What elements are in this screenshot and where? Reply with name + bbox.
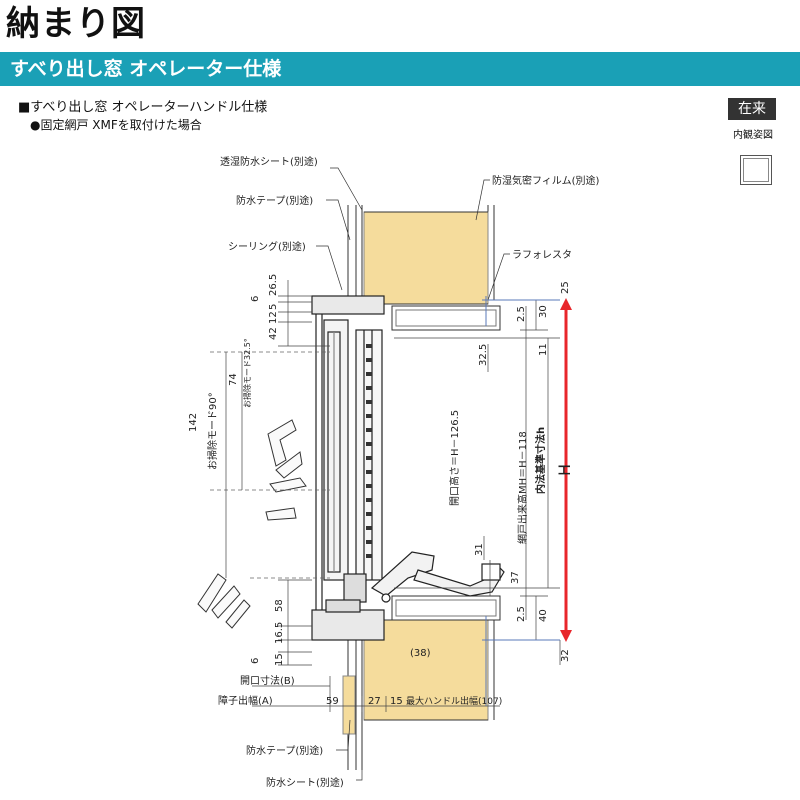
operator-handle: [370, 551, 505, 603]
mesh-mark: [366, 540, 372, 544]
dim-27: 27: [368, 696, 381, 707]
insulation-top: [363, 211, 489, 305]
interior-sill-trim: [391, 595, 501, 621]
interior-head-trim: [391, 305, 501, 331]
mesh-mark: [366, 526, 372, 530]
label-cleaning-mode-90: お掃除モード90°: [206, 392, 219, 470]
mesh-mark: [366, 400, 372, 404]
dim-37: 37: [510, 571, 521, 584]
dim-25: 25: [560, 281, 571, 294]
label-waterproof-tape-bottom: 防水テープ(別途): [246, 744, 323, 757]
dim-32: 32: [560, 649, 571, 662]
mesh-mark: [366, 456, 372, 460]
dim-58: 58: [274, 599, 285, 612]
dim-30: 30: [538, 305, 549, 318]
label-screen-height: 網戸出来高MH＝H－118: [516, 431, 529, 544]
label-cleaning-mode-32: お掃除モード32.5°: [242, 338, 252, 408]
label-max-handle: 最大ハンドル出幅(107): [406, 695, 502, 707]
dim-38: (38): [410, 648, 431, 659]
dim-11: 11: [538, 343, 549, 356]
dim-15-b: 15: [390, 696, 403, 707]
screen-mesh: [366, 344, 372, 558]
h-arrow-head-top: [560, 298, 572, 310]
insulation-side: [342, 675, 356, 735]
mesh-mark: [366, 554, 372, 558]
insulation-bottom: [363, 619, 489, 721]
dim-6-top: 6: [250, 296, 261, 302]
dim-40: 40: [538, 609, 549, 622]
dim-59: 59: [326, 696, 339, 707]
leader-lines: [316, 167, 510, 781]
dim-6-bottom: 6: [250, 658, 261, 664]
dim-31: 31: [474, 543, 485, 556]
dim-74: 74: [228, 373, 239, 386]
mesh-mark: [366, 344, 372, 348]
sash-open-ghost: [197, 419, 307, 629]
dim-16-5: 16.5: [274, 622, 285, 644]
hidden-lines: [210, 351, 330, 579]
dim-26-5: 26.5: [268, 274, 279, 296]
installation-type-badge: 在来: [728, 98, 776, 120]
mesh-mark: [366, 414, 372, 418]
mesh-mark: [366, 358, 372, 362]
label-moisture-sheet: 透湿防水シート(別途): [220, 155, 318, 168]
mesh-mark: [366, 512, 372, 516]
dim-5: 5: [268, 304, 279, 310]
h-arrow-head-bottom: [560, 630, 572, 642]
dim-2-5-bottom: 2.5: [516, 606, 527, 622]
badge-caption: 内観姿図: [733, 130, 773, 141]
blue-reference-lines: [482, 296, 560, 706]
mesh-mark: [366, 470, 372, 474]
dim-12: 12: [268, 311, 279, 324]
dim-142: 142: [188, 413, 199, 432]
page-title: 納まり図: [6, 4, 146, 44]
window-frame: [311, 295, 385, 641]
label-vapor-film: 防湿気密フィルム(別途): [492, 174, 600, 187]
dim-42: 42: [268, 327, 279, 340]
section-heading: ■すべり出し窓 オペレーターハンドル仕様: [18, 100, 268, 115]
mesh-mark: [366, 428, 372, 432]
h-dimension-arrow: [560, 298, 572, 642]
window-elevation-icon: [740, 155, 772, 185]
dim-32-5: 32.5: [478, 344, 489, 366]
label-sealing: シーリング(別途): [228, 240, 306, 253]
mesh-mark: [366, 442, 372, 446]
label-waterproof-tape-top: 防水テープ(別途): [236, 194, 313, 207]
section-banner: すべり出し窓 オペレーター仕様: [0, 52, 800, 86]
dim-15: 15: [274, 653, 285, 666]
mesh-mark: [366, 498, 372, 502]
label-opening-dim-b: 開口寸法(B): [240, 674, 295, 687]
label-inner-dim: 内法基準寸法h: [534, 427, 547, 494]
label-opening-height: 開口高さ＝H－126.5: [448, 410, 461, 506]
mesh-mark: [366, 386, 372, 390]
mesh-mark: [366, 484, 372, 488]
label-lath: ラフォレスタ: [512, 249, 572, 261]
label-h: H: [555, 464, 574, 476]
dim-2-5-top: 2.5: [516, 306, 527, 322]
section-subheading: ●固定網戸 XMFを取付けた場合: [30, 118, 202, 132]
dimension-lines: [225, 280, 561, 712]
mesh-mark: [366, 372, 372, 376]
label-waterproof-sheet-bottom: 防水シート(別途): [266, 776, 344, 789]
label-shoji-width: 障子出幅(A): [218, 694, 273, 707]
